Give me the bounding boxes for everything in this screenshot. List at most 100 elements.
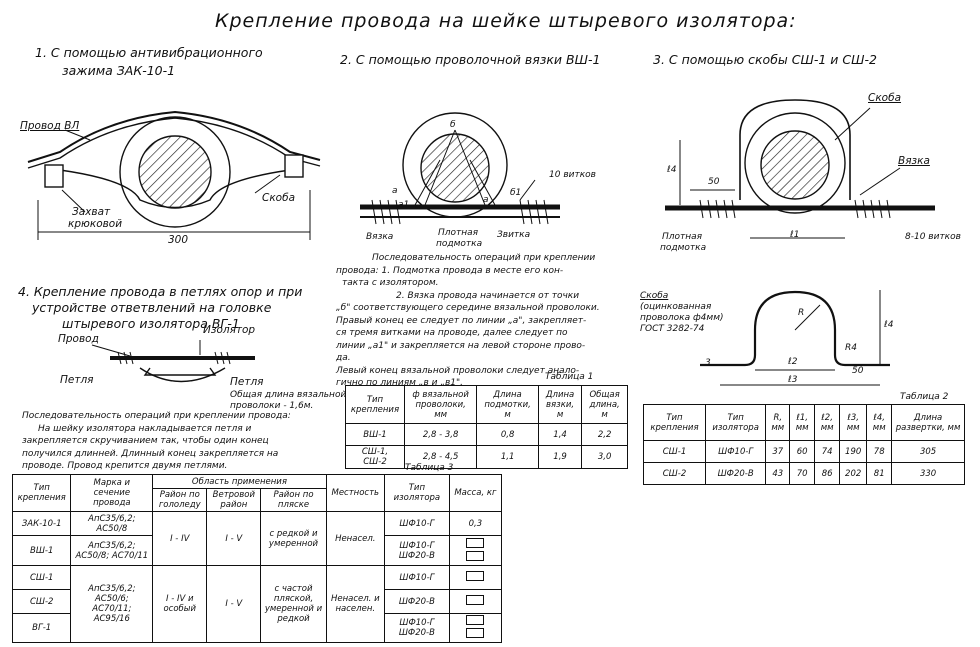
point-b1: б1	[510, 188, 522, 198]
table3-cell: АпС35/6,2; АС50/6; АС70/11; АС95/16	[70, 565, 154, 643]
table1-header: Тип крепления	[345, 385, 405, 424]
label-dense-wrap-line2: подмотка	[436, 239, 483, 249]
page-title: Крепление провода на шейке штыревого изо…	[215, 10, 797, 32]
table3-cell: Ненасел. и населен.	[325, 565, 385, 643]
table2-header: ℓ1, мм	[789, 404, 816, 441]
table2-header: ℓ3, мм	[839, 404, 868, 441]
table3-cell	[448, 613, 503, 643]
table2-cell: СШ-1	[643, 440, 706, 463]
procedure-line: Правый конец ее следует по линии „а", за…	[336, 315, 587, 326]
dimension-l4b: ℓ4	[884, 320, 894, 330]
label-bracket-detail: Скоба	[640, 291, 669, 301]
procedure-line: На шейку изолятора накладывается петля и	[38, 423, 252, 434]
table3-cell: ЗАК-10-1	[11, 511, 72, 536]
label-tie: Вязка	[366, 232, 394, 242]
table1-caption: Таблица 1	[545, 372, 594, 382]
label-dense-wrap-3-line2: подмотка	[660, 243, 707, 253]
dimension-l1: ℓ1	[790, 230, 800, 240]
point-a: а	[392, 186, 398, 196]
table1-cell: 2,8 - 3,8	[403, 423, 478, 446]
table1-cell: 0,8	[476, 423, 539, 446]
table1-header: Общая длина, м	[581, 385, 628, 424]
table1-cell: 1,1	[476, 445, 539, 469]
table3-header: Местность	[325, 474, 385, 512]
dimension-l4: ℓ4	[667, 165, 677, 175]
drawing-sh-bracket	[665, 99, 935, 239]
table1-cell: 2,8 - 4,5	[403, 445, 478, 469]
table2-header: Тип крепления	[643, 404, 706, 441]
procedure-line: провода: 1. Подмотка провода в месте его…	[336, 265, 564, 276]
table3-cell: ШФ10-Г	[383, 511, 450, 536]
label-bracket-detail-line4: ГОСТ 3282-74	[640, 324, 705, 334]
table3-ins: ШФ20-В	[398, 628, 435, 638]
label-loop-right: Петля	[230, 376, 264, 388]
table2-caption: Таблица 2	[900, 392, 949, 402]
mass-placeholder-box	[466, 550, 485, 561]
table3-ins: ШФ20-В	[398, 550, 435, 561]
table2-header: Тип изолятора	[704, 404, 767, 441]
dimension-300: 300	[168, 234, 189, 246]
table1-cell: 1,9	[537, 445, 583, 469]
table3-header: Масса, кг	[448, 474, 503, 512]
procedure-line: гично по линиям „в и „в1".	[336, 378, 464, 388]
dimension-l2: ℓ2	[788, 357, 798, 367]
label-total-length-line2: проволоки - 1,6м.	[230, 401, 314, 411]
label-bracket-1: Скоба	[262, 192, 296, 204]
table3-cell	[448, 565, 503, 590]
drawing-bracket-detail	[700, 290, 890, 386]
table3-header: Марка и сечение провода	[70, 474, 154, 512]
table3-cell: СШ-2	[11, 589, 72, 614]
table3-ins: ШФ10-Г	[399, 618, 435, 628]
procedure-line: линии „а1" и закрепляется на левой сторо…	[336, 340, 586, 351]
table3-caption: Таблица 3	[405, 463, 454, 473]
table2-header: Длина развертки, мм	[891, 404, 965, 441]
table2-cell: 43	[765, 462, 791, 485]
mass-placeholder-box	[466, 628, 485, 638]
section4-heading-line2: устройстве ответвлений на головке	[32, 300, 272, 315]
section2-heading: 2. С помощью проволочной вязки ВШ-1	[340, 52, 601, 67]
label-bracket-detail-line3: проволока ф4мм)	[640, 313, 724, 323]
table1-cell: 2,2	[581, 423, 628, 446]
procedure-line: такта с изолятором.	[342, 278, 439, 288]
drawing-vsh-tie	[360, 112, 560, 225]
mass-placeholder-box	[466, 537, 485, 548]
table1-header: Длина вязки, м	[537, 385, 583, 424]
section2-procedure: Последовательность операций при креплени…	[336, 252, 636, 390]
dimension-R: R	[798, 308, 805, 318]
label-grip-line2: крюковой	[68, 218, 123, 230]
label-insulator-4: Изолятор	[203, 324, 256, 336]
procedure-line: получился длинней. Длинный конец закрепл…	[22, 448, 279, 459]
procedure-line: закрепляется скручиванием так, чтобы оди…	[22, 436, 269, 446]
point-a2: а	[483, 195, 489, 205]
procedure-line: „б" соответствующего середине вязальной …	[336, 303, 600, 313]
table2-header: R, мм	[765, 404, 791, 441]
table2-cell: 305	[891, 440, 965, 463]
label-bracket-detail-line2: (оцинкованная	[640, 302, 712, 312]
table3-cell: АпС35/6,2; АС50/8	[70, 511, 154, 536]
table3-header: Район по пляске	[260, 488, 327, 512]
mass-placeholder-box	[466, 595, 485, 605]
procedure-line: да.	[336, 353, 351, 363]
table1-header: ф вязальной проволоки, мм	[403, 385, 478, 424]
table3-cell: I - V	[206, 511, 262, 566]
table3-cell: СШ-1	[11, 565, 72, 590]
section4-heading-line3: штыревого изолятора ВГ-1	[62, 316, 240, 331]
table3-cell: 0,3	[448, 511, 503, 536]
procedure-line: Левый конец вязальной проволоки следует …	[336, 365, 580, 376]
table2-cell: 190	[839, 440, 868, 463]
table3-cell: с редкой и умеренной	[260, 511, 327, 566]
label-total-length: Общая длина вязальной	[230, 390, 347, 400]
label-tie-3: Вязка	[898, 155, 930, 167]
mass-placeholder-box	[466, 571, 485, 581]
label-10-turns: 10 витков	[549, 170, 596, 180]
label-wire-vl: Провод ВЛ	[20, 120, 80, 132]
procedure-line: ся тремя витками на проводе, далее следу…	[336, 328, 568, 338]
table3-header: Тип изолятора	[383, 474, 450, 512]
label-8-10-turns: 8-10 витков	[905, 232, 961, 242]
label-wire-4: Провод	[58, 333, 99, 345]
procedure-line: Последовательность операций при креплени…	[372, 253, 596, 263]
table2-cell: 330	[891, 462, 965, 485]
table3-cell: ШФ10-Г	[383, 565, 450, 590]
